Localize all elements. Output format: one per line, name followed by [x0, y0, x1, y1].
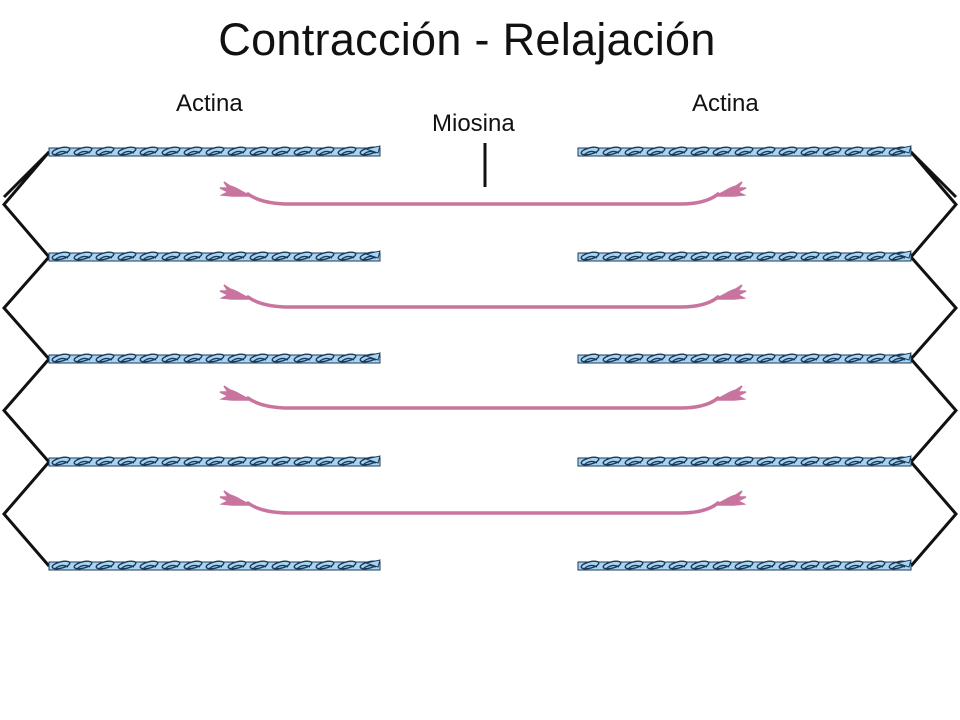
actin-left-label: Actina: [176, 90, 243, 117]
actin-filament-right: [577, 352, 912, 364]
z-disc-left: [1, 150, 51, 567]
actin-filament-left: [48, 559, 381, 571]
myosin-filament: [219, 284, 747, 309]
actin-filament-right: [577, 145, 912, 157]
myosin-filament: [219, 490, 747, 515]
actin-right-label: Actina: [692, 90, 759, 117]
myosin-filament: [219, 385, 747, 410]
actin-filament-right: [577, 455, 912, 467]
actin-filament-left: [48, 145, 381, 157]
myosin-label: Miosina: [432, 110, 515, 137]
slide-title: Contracción - Relajación: [218, 14, 716, 65]
actin-filament-left: [48, 352, 381, 364]
actin-filament-right: [577, 250, 912, 262]
actin-filament-right: [577, 559, 912, 571]
actin-filament-left: [48, 250, 381, 262]
z-disc-right: [909, 150, 959, 567]
actin-filament-left: [48, 455, 381, 467]
myosin-filament: [219, 181, 747, 206]
